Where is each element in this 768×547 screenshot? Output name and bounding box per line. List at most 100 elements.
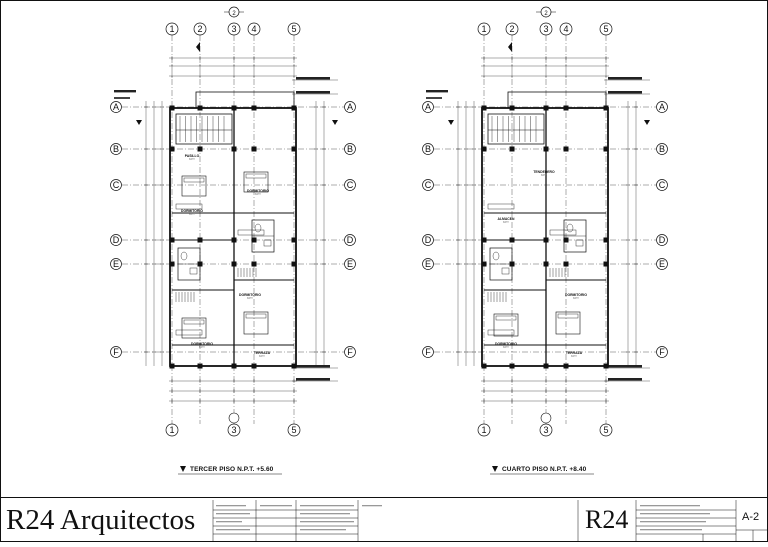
level-note-bar (296, 378, 330, 381)
row-label-right-D: D (659, 235, 666, 245)
structural-column (291, 237, 297, 243)
axis-label-4: 4 (251, 24, 256, 34)
room-sublabel: N.P.T. (199, 346, 206, 349)
room-label-terraza: TERRAZA (254, 351, 271, 355)
room-sublabel: N.P.T. (503, 221, 510, 224)
structural-column (169, 105, 175, 111)
row-bubble-right-F (344, 346, 356, 358)
axis-bubble-bottom-3 (227, 423, 241, 437)
row-bubble-right-D (344, 234, 356, 246)
room-sublabel: N.P.T. (189, 213, 196, 216)
level-note-left (426, 90, 448, 93)
structural-column (481, 363, 487, 369)
pillow (245, 173, 267, 179)
row-label-right-B: B (347, 144, 353, 154)
level-note-bar (296, 365, 330, 368)
level-note-left (426, 97, 442, 99)
row-bubble-right-C (656, 179, 668, 191)
row-bubble-right-B (656, 143, 668, 155)
structural-column (563, 363, 569, 369)
axis-bubble-bottom-5 (599, 423, 613, 437)
room-label-tendedero: TENDEDERO (533, 170, 555, 174)
row-label-left-C: C (425, 180, 432, 190)
title-block-note (216, 513, 250, 515)
level-note-bar (296, 91, 330, 94)
room-label-terraza: TERRAZA (566, 351, 583, 355)
structural-column (251, 237, 257, 243)
bed (181, 317, 207, 339)
axis-label-1: 1 (169, 24, 174, 34)
title-block-note (216, 529, 250, 531)
axis-label-2: 2 (509, 24, 514, 34)
section-arrow (644, 120, 650, 125)
row-bubble-left-B (110, 143, 122, 155)
toilet-fixture (254, 223, 262, 233)
level-note-bar (608, 91, 642, 94)
toilet-fixture (180, 251, 188, 261)
axis-bubble-bottom-1 (477, 423, 491, 437)
axis-label-1: 1 (481, 24, 486, 34)
structural-column (169, 146, 175, 152)
title-marker (180, 466, 186, 472)
structural-column (251, 105, 257, 111)
row-bubble-left-C (110, 179, 122, 191)
structural-column (291, 146, 297, 152)
row-label-left-E: E (113, 259, 119, 269)
axis-label-3: 3 (231, 24, 236, 34)
room-sublabel: N.P.T. (189, 158, 196, 161)
title-block-note (640, 529, 702, 531)
bed (555, 311, 581, 335)
axis-label-3: 3 (543, 24, 548, 34)
row-bubble-left-C (422, 179, 434, 191)
section-marker-label: 2 (232, 11, 236, 17)
row-bubble-left-D (110, 234, 122, 246)
row-label-right-C: C (659, 180, 666, 190)
row-label-right-D: D (347, 235, 354, 245)
title-marker (492, 466, 498, 472)
row-bubble-left-A (110, 101, 122, 113)
row-label-left-C: C (113, 180, 120, 190)
structural-column (603, 237, 609, 243)
wardrobe (175, 329, 203, 336)
structural-column (563, 261, 569, 267)
wardrobe (549, 229, 577, 236)
row-bubble-left-B (422, 143, 434, 155)
row-label-left-D: D (113, 235, 120, 245)
row-label-right-C: C (347, 180, 354, 190)
axis-bubble-bottom-5 (287, 423, 301, 437)
axis-label-4: 4 (563, 24, 568, 34)
section-arrow (448, 120, 454, 125)
structural-column (251, 146, 257, 152)
pillow (557, 313, 579, 319)
section-arrow (136, 120, 142, 125)
level-note-bar (296, 77, 330, 80)
room-label-dormitorio: DORMITORIO (191, 342, 213, 346)
structural-column (603, 146, 609, 152)
row-label-right-E: E (659, 259, 665, 269)
wardrobe (237, 229, 265, 236)
title-block (0, 497, 768, 543)
room-label-dormitorio: DORMITORIO (247, 189, 269, 193)
row-label-left-F: F (113, 347, 119, 357)
structural-column (603, 363, 609, 369)
bed (243, 171, 269, 193)
row-bubble-right-E (344, 258, 356, 270)
room-label-dormitorio: DORMITORIO (239, 293, 261, 297)
upper-projection (507, 91, 607, 109)
structural-column (481, 105, 487, 111)
room-label-pasillo: PASILLO (185, 154, 200, 158)
pillow (495, 315, 517, 321)
row-bubble-left-A (422, 101, 434, 113)
title-block-note (640, 505, 700, 507)
bed (493, 313, 519, 337)
room-sublabel: N.P.T. (573, 297, 580, 300)
upper-projection (195, 91, 295, 109)
structural-column (509, 363, 515, 369)
wardrobe (175, 203, 203, 210)
title-block-note (216, 521, 242, 523)
sink-fixture (263, 239, 272, 247)
room-sublabel: N.P.T. (541, 174, 548, 177)
structural-column (197, 105, 203, 111)
title-block-note (300, 505, 354, 507)
